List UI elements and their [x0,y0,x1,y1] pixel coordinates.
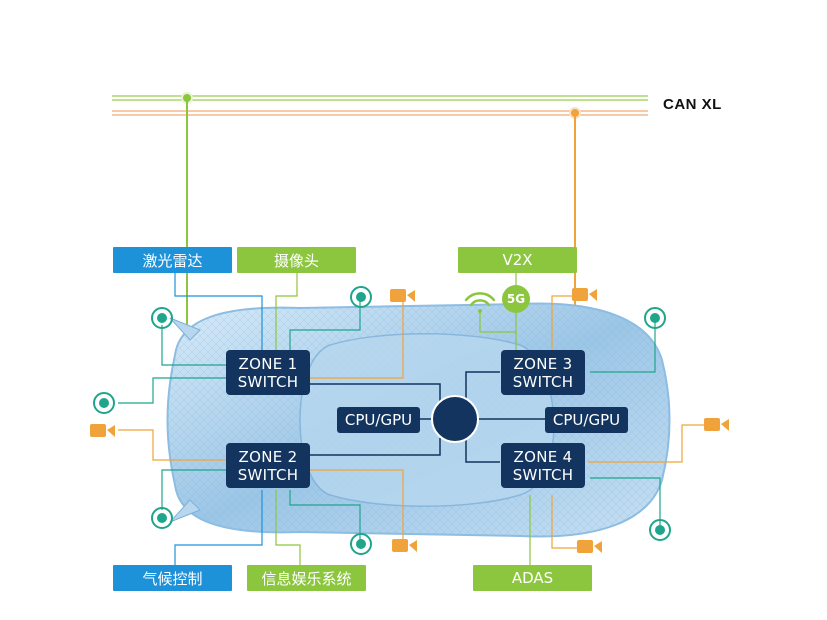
v2x-label: V2X [458,247,577,273]
radar-sensor-icon [644,307,666,329]
cpu-gpu-left: CPU/GPU [337,407,420,433]
zone-4-switch: ZONE 4 SWITCH [501,443,585,488]
zone-2-subtitle: SWITCH [237,465,299,484]
video-camera-icon [90,424,115,437]
radar-sensor-icon [151,307,173,329]
zone-4-subtitle: SWITCH [512,465,574,484]
can-xl-label: CAN XL [663,96,722,113]
climate-control-label: 气候控制 [113,565,232,591]
camera-label: 摄像头 [237,247,356,273]
infotainment-label: 信息娱乐系统 [247,565,366,591]
zone-3-subtitle: SWITCH [512,372,574,391]
zone-1-switch: ZONE 1 SWITCH [226,350,310,395]
zone-3-title: ZONE 3 [513,354,573,373]
adas-label: ADAS [473,565,592,591]
lidar-label: 激光雷达 [113,247,232,273]
zone-2-title: ZONE 2 [238,447,298,466]
zone-1-title: ZONE 1 [238,354,298,373]
wiring [118,272,705,565]
video-camera-icon [704,418,729,431]
can-xl-bus [112,92,648,368]
cpu-gpu-right: CPU/GPU [545,407,628,433]
video-camera-icon [577,540,602,553]
radar-sensor-icon [350,533,372,555]
radar-sensor-icon [151,507,173,529]
radar-sensor-icon [649,519,671,541]
zone-2-switch: ZONE 2 SWITCH [226,443,310,488]
zone-1-subtitle: SWITCH [237,372,299,391]
central-compute-hub [431,395,479,443]
zone-4-title: ZONE 4 [513,447,573,466]
radar-sensor-icon [93,392,115,414]
radar-sensor-icon [350,286,372,308]
5g-badge: 5G [502,285,530,313]
video-camera-icon [572,288,597,301]
video-camera-icon [392,539,417,552]
wifi-icon [464,292,496,313]
video-camera-icon [390,289,415,302]
zone-3-switch: ZONE 3 SWITCH [501,350,585,395]
